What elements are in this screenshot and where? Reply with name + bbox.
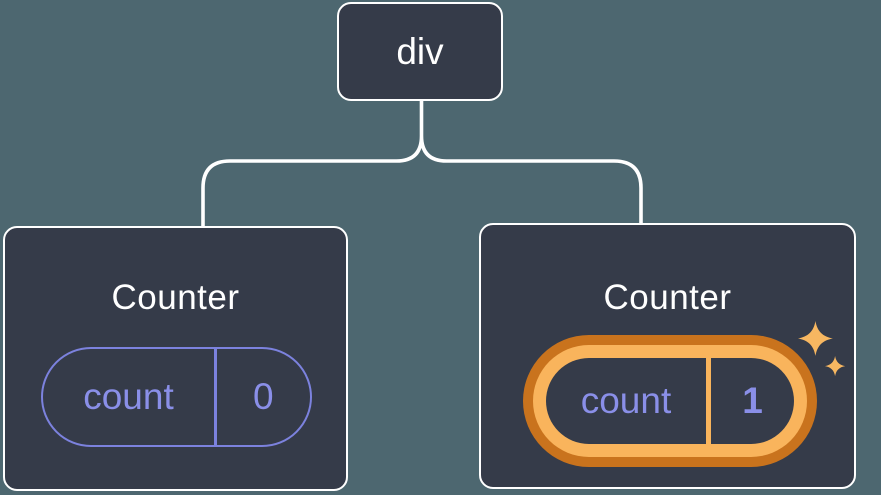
counter-node-right: Counter count 1: [479, 223, 856, 489]
pill-divider: [706, 358, 711, 444]
state-key-label: count: [580, 380, 672, 421]
component-name: Counter: [603, 278, 732, 317]
state-pill-inner: count 1: [546, 358, 794, 444]
state-pill-highlight-ring: count 1: [533, 345, 807, 457]
state-key-label: count: [83, 376, 174, 417]
state-value: 1: [742, 380, 763, 421]
component-name: Counter: [111, 278, 240, 317]
root-node-label: div: [396, 30, 444, 72]
counter-node-left: Counter count 0: [3, 226, 348, 491]
state-value: 0: [252, 376, 274, 417]
state-pill: count 0: [41, 347, 312, 447]
state-pill-highlighted: count 1: [523, 335, 817, 467]
pill-divider: [214, 349, 217, 445]
root-node-div: div: [337, 2, 503, 101]
